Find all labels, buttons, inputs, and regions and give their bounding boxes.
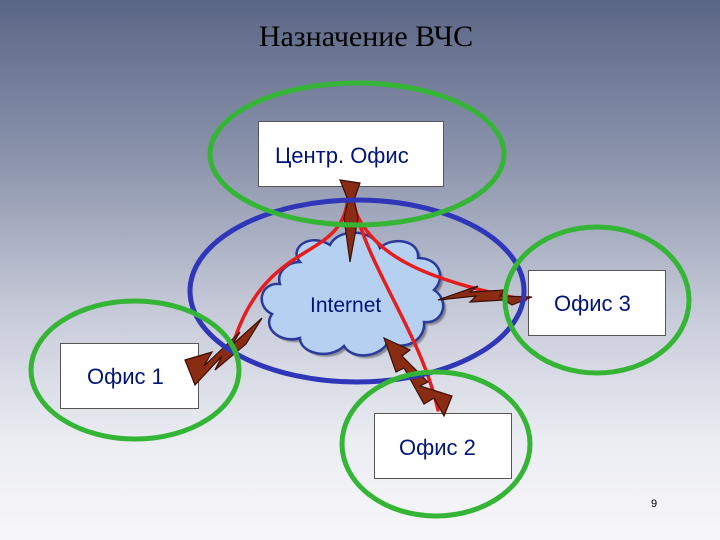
office-2-label: Офис 2 [399,435,476,460]
internet-cloud [260,231,445,357]
tunnel-central-office-1 [233,193,350,340]
arrow-to-central [339,179,361,263]
central-office-label: Центр. Офис [275,143,409,168]
office-1-ellipse [28,298,242,442]
office-1-box: Офис 1 [60,343,199,409]
arrow-to-office-1 [184,317,263,387]
office-3-ellipse [502,224,692,376]
office-3-label: Офис 3 [554,291,631,316]
vpn-scope-ellipse [187,197,527,385]
office-2-ellipse [339,369,533,519]
tunnel-central-office-2 [350,193,440,412]
arrow-to-office-3 [437,285,533,306]
office-3-box: Офис 3 [528,270,666,336]
office-1-label: Офис 1 [87,364,164,389]
internet-label: Internet [310,294,382,317]
page-number: 9 [651,498,658,510]
central-office-box: Центр. Офис [258,121,444,187]
slide-title: Назначение ВЧС [258,20,474,53]
central-office-ellipse [207,80,507,228]
office-2-box: Офис 2 [374,413,512,479]
